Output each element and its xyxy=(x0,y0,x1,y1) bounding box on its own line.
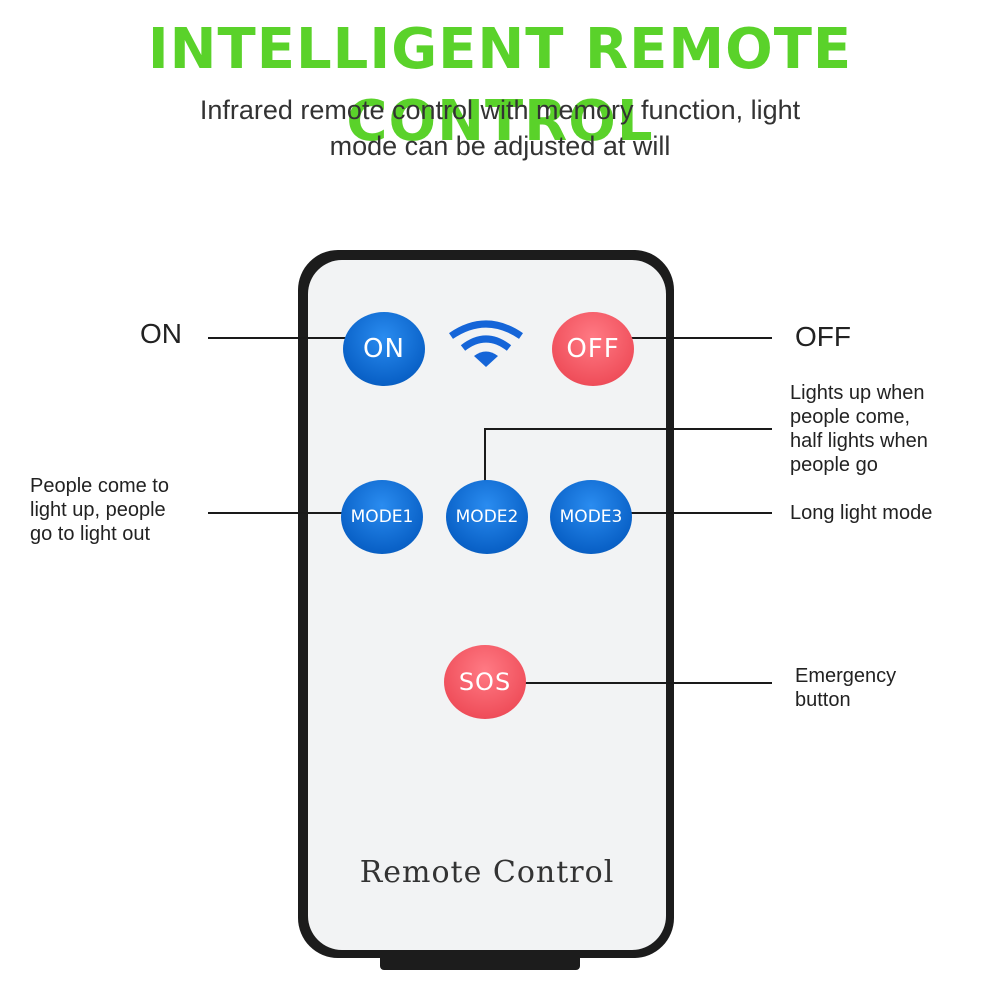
sos-button[interactable]: SOS xyxy=(444,645,526,719)
mode1-button[interactable]: MODE1 xyxy=(341,480,423,554)
mode2-leader-vertical xyxy=(484,428,486,484)
mode3-callout: Long light mode xyxy=(790,502,933,524)
on-callout: ON xyxy=(140,318,182,349)
mode1-leader-line xyxy=(208,512,348,514)
mode1-callout: People come to light up, people go to li… xyxy=(30,475,169,545)
mode3-leader-line xyxy=(628,512,772,514)
off-button[interactable]: OFF xyxy=(552,312,634,386)
remote-bottom-edge xyxy=(380,956,580,970)
off-leader-line xyxy=(628,337,772,339)
sos-callout: Emergency button xyxy=(795,665,897,711)
page-title: INTELLIGENT REMOTE CONTROL xyxy=(147,17,853,154)
subtitle-line-2: mode can be adjusted at will xyxy=(329,131,671,161)
subtitle-line-1: Infrared remote control with memory func… xyxy=(199,95,801,125)
off-callout: OFF xyxy=(795,321,851,352)
mode2-leader-horizontal xyxy=(484,428,772,430)
sos-leader-line xyxy=(518,682,772,684)
wifi-signal-icon xyxy=(449,320,523,367)
mode2-callout: Lights up when people come, half lights … xyxy=(790,382,928,476)
mode2-button[interactable]: MODE2 xyxy=(446,480,528,554)
on-leader-line xyxy=(208,337,348,339)
remote-label: Remote Control xyxy=(359,855,615,890)
mode3-button[interactable]: MODE3 xyxy=(550,480,632,554)
on-button[interactable]: ON xyxy=(343,312,425,386)
page-subtitle: Infrared remote control with memory func… xyxy=(100,92,900,164)
